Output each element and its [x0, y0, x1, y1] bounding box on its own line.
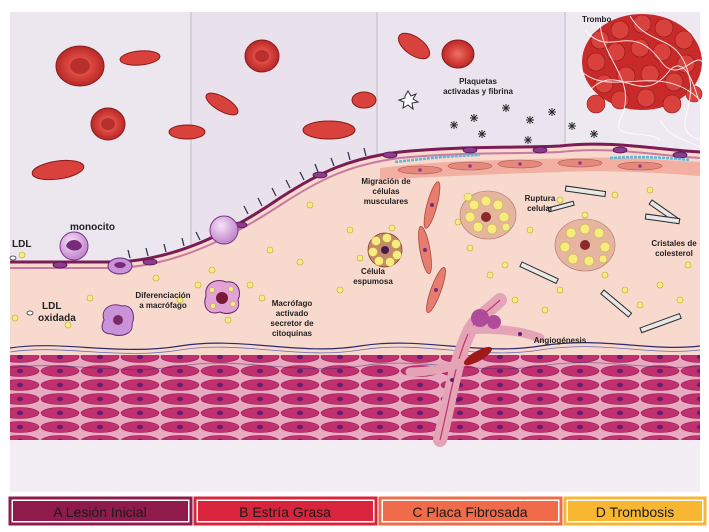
stage-legend: A Lesión Inicial B Estría Grasa C Placa … [0, 496, 709, 527]
label-ldl-oxidada-1: LDL [42, 301, 61, 312]
stage-d-label: D Trombosis [596, 504, 675, 520]
label-ldl-oxidada-2: oxidada [38, 313, 76, 324]
label-ruptura-1: Ruptura [525, 194, 556, 203]
label-macrofago-4: citoquinas [272, 329, 313, 338]
label-migracion-2: células [372, 187, 400, 196]
stage-b-label: B Estría Grasa [239, 504, 331, 520]
label-migracion-1: Migración de [361, 177, 411, 186]
macrophage [102, 305, 133, 336]
label-celula-espumosa-1: Célula [361, 267, 386, 276]
label-ruptura-2: celular [527, 204, 553, 213]
monocyte-transmigrating [108, 258, 132, 274]
foam-cell [368, 233, 402, 267]
stage-c: C Placa Fibrosada [380, 498, 561, 524]
stage-d: D Trombosis [565, 498, 705, 524]
label-celula-espumosa-2: espumosa [353, 277, 393, 286]
activated-macrophage [205, 281, 240, 314]
label-macrofago-1: Macrófago [272, 299, 313, 308]
label-cristales-1: Cristales de [651, 239, 697, 248]
label-diferenciacion-2: a macrófago [139, 301, 187, 310]
stage-a: A Lesión Inicial [10, 498, 191, 524]
label-cristales-2: colesterol [655, 249, 693, 258]
stage-c-label: C Placa Fibrosada [412, 504, 527, 520]
label-plaquetas-1: Plaquetas [459, 77, 497, 86]
label-macrofago-3: secretor de [270, 319, 314, 328]
media-muscle-layer [10, 343, 700, 492]
label-angiogenesis: Angiogénesis [534, 336, 587, 345]
label-macrofago-2: activado [276, 309, 309, 318]
label-trombo: Trombo [582, 15, 611, 24]
label-ldl: LDL [12, 239, 31, 250]
label-monocito: monocito [70, 222, 115, 233]
stage-b: B Estría Grasa [195, 498, 376, 524]
label-migracion-3: musculares [364, 197, 409, 206]
stage-a-label: A Lesión Inicial [53, 504, 146, 520]
label-diferenciacion-1: Diferenciación [135, 291, 190, 300]
label-plaquetas-2: activadas y fibrina [443, 87, 513, 96]
